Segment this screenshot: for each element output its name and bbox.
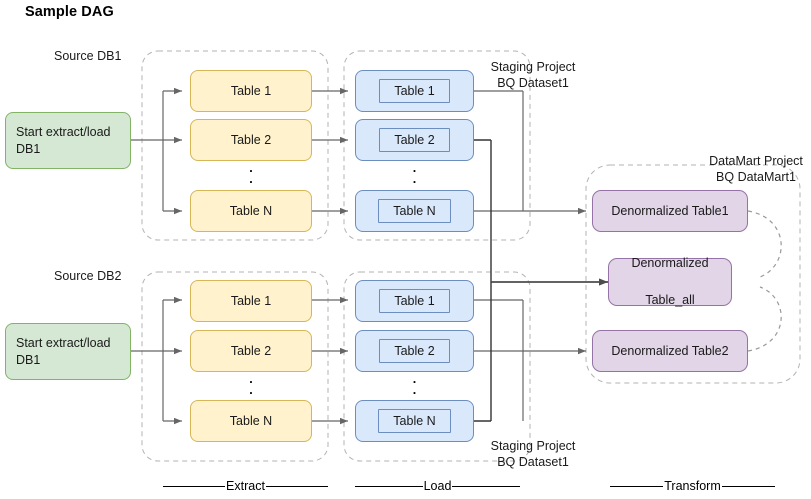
extract-top-ellipsis: . .: [190, 161, 312, 186]
ellipsis-dot: .: [412, 372, 417, 386]
phase-label: Transform: [664, 479, 721, 493]
phase-extract: Extract: [163, 479, 328, 493]
node-label: Table 1: [230, 293, 272, 308]
extract-bottom-table-1[interactable]: Table 1: [190, 280, 312, 322]
denormalized-table1[interactable]: Denormalized Table1: [592, 190, 748, 232]
extract-top-table-n[interactable]: Table N: [190, 190, 312, 232]
phase-load: Load: [355, 479, 520, 493]
node-inner-label: Table 2: [379, 127, 450, 153]
start-node-label: Start extract/load DB1: [16, 124, 111, 156]
node-inner-label: Table 2: [379, 338, 450, 364]
start-node-db1-top[interactable]: Start extract/load DB1: [5, 112, 131, 169]
denormalized-table2[interactable]: Denormalized Table2: [592, 330, 748, 372]
node-inner-label: Table 1: [379, 288, 450, 314]
load-bottom-ellipsis: . .: [355, 372, 474, 397]
node-label: Table N: [229, 413, 273, 428]
load-top-table-2[interactable]: Table 2: [355, 119, 474, 161]
start-node-db1-bottom[interactable]: Start extract/load DB1: [5, 323, 131, 380]
phase-label: Load: [423, 479, 452, 493]
node-inner-label: Table N: [378, 198, 451, 224]
ellipsis-dot: .: [249, 172, 253, 186]
extract-top-table-1[interactable]: Table 1: [190, 70, 312, 112]
phase-rule-right: [721, 485, 775, 487]
ellipsis-dot: .: [249, 372, 253, 386]
denormalized-table-all[interactable]: Denormalized Table_all: [608, 256, 732, 307]
extract-top-table-2[interactable]: Table 2: [190, 119, 312, 161]
extract-bottom-ellipsis: . .: [190, 372, 312, 397]
edge-group-load2-denorm2: [474, 299, 586, 421]
node-label: Denormalized Table1: [611, 203, 729, 218]
label-staging-top: Staging Project BQ Dataset1: [490, 60, 576, 91]
node-label: Table N: [229, 203, 273, 218]
ellipsis-dot: .: [249, 383, 253, 397]
ellipsis-dot: .: [412, 172, 417, 186]
edge-group-start2-extract: [131, 296, 182, 425]
load-bottom-table-2[interactable]: Table 2: [355, 330, 474, 372]
edge-group-start1-extract: [131, 87, 182, 215]
node-label: Denormalized Table2: [611, 343, 729, 358]
load-bottom-table-n[interactable]: Table N: [355, 400, 474, 442]
node-label: Table 1: [230, 83, 272, 98]
ellipsis-dot: .: [412, 161, 417, 175]
label-staging-bottom: Staging Project BQ Dataset1: [490, 439, 576, 470]
load-top-table-n[interactable]: Table N: [355, 190, 474, 232]
phase-label: Extract: [226, 479, 265, 493]
node-inner-label: Table 1: [379, 78, 450, 104]
extract-bottom-table-2[interactable]: Table 2: [190, 330, 312, 372]
edge-group-datamart-dashed: [747, 210, 782, 352]
node-label: Denormalized Table_all: [631, 255, 709, 308]
node-label: Table 2: [230, 343, 272, 358]
extract-bottom-table-n[interactable]: Table N: [190, 400, 312, 442]
label-source-db2: Source DB2: [54, 269, 122, 283]
phase-rule-left: [355, 485, 423, 487]
ellipsis-dot: .: [249, 161, 253, 175]
label-source-db1: Source DB1: [54, 49, 122, 63]
edge-group-load1-denormall: [474, 139, 608, 286]
phase-rule-right: [265, 485, 328, 487]
load-top-ellipsis: . .: [355, 161, 474, 186]
node-inner-label: Table N: [378, 408, 451, 434]
edge-group-extract1-load1: [312, 87, 348, 215]
load-top-table-1[interactable]: Table 1: [355, 70, 474, 112]
start-node-label: Start extract/load DB1: [16, 335, 111, 367]
load-bottom-table-1[interactable]: Table 1: [355, 280, 474, 322]
phase-rule-right: [452, 485, 520, 487]
node-label: Table 2: [230, 132, 272, 147]
phase-rule-left: [163, 485, 226, 487]
ellipsis-dot: .: [412, 383, 417, 397]
phase-rule-left: [610, 485, 664, 487]
edge-group-load1-denorm1: [474, 90, 586, 215]
page-title: Sample DAG: [25, 4, 114, 20]
label-datamart: DataMart Project BQ DataMart1: [709, 154, 803, 185]
edge-group-extract2-load2: [312, 296, 348, 425]
phase-transform: Transform: [610, 479, 775, 493]
edge-group-load2-denormall: [474, 282, 492, 422]
